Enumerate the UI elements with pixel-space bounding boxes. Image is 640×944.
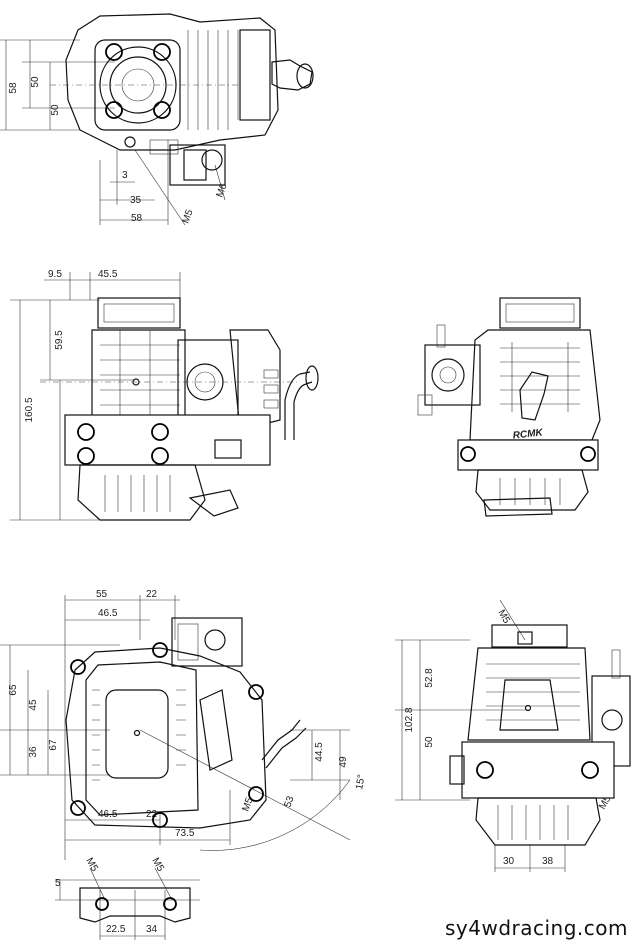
dim-m5-mount-left: M5 [83, 856, 100, 874]
dim-53: 53 [282, 794, 296, 809]
dim-58-height: 58 [8, 82, 19, 94]
dim-50-b: 50 [50, 104, 61, 116]
dim-46-5-top: 46.5 [98, 608, 118, 619]
dim-160-5: 160.5 [24, 397, 35, 422]
dim-9-5: 9.5 [48, 269, 62, 280]
dim-67: 67 [48, 739, 59, 751]
dim-73-5: 73.5 [175, 828, 195, 839]
engine-badge: RCMK [512, 427, 544, 441]
dim-59-5: 59.5 [54, 330, 65, 350]
dim-m5-end-top: M5 [495, 608, 512, 626]
front-view: RCMK [417, 297, 601, 517]
dim-52-8: 52.8 [424, 668, 435, 688]
end-view: M5 52.8 102.8 50 M5 M5 30 38 [395, 599, 631, 872]
dim-22-bottom: 22 [146, 809, 158, 820]
side-view: 9.5 45.5 160.5 59.5 101 [10, 269, 319, 521]
dim-50-end: 50 [424, 736, 435, 748]
dim-58-width: 58 [131, 213, 143, 224]
dim-m5-rear: M5 [240, 796, 255, 813]
dim-50-a: 50 [30, 76, 41, 88]
dim-22-top: 22 [146, 589, 158, 600]
watermark-text: sy4wdracing.com [445, 916, 628, 940]
dim-5: 5 [55, 878, 61, 889]
dim-15-deg: 15° [354, 774, 367, 791]
dim-65: 65 [8, 684, 19, 696]
dim-45: 45 [28, 699, 39, 711]
dim-36: 36 [28, 746, 39, 758]
dim-102-8: 102.8 [404, 707, 415, 732]
dim-30: 30 [503, 856, 515, 867]
dim-38: 38 [542, 856, 554, 867]
dim-45-5: 45.5 [98, 269, 118, 280]
dim-35: 35 [130, 195, 142, 206]
dim-44-5: 44.5 [314, 742, 325, 762]
dim-3: 3 [122, 170, 128, 181]
top-view: 58 50 50 3 35 58 M6 M5 [0, 13, 314, 226]
dim-49: 49 [338, 756, 349, 768]
dim-m5-mount-right: M5 [149, 856, 166, 874]
dim-m6: M6 [214, 182, 229, 199]
dim-55: 55 [96, 589, 108, 600]
mount-view: M5 M5 5 22.5 34 [55, 856, 200, 940]
dim-22-5: 22.5 [106, 924, 126, 935]
dim-34: 34 [146, 924, 158, 935]
rear-view: 55 22 46.5 65 45 67 36 46.5 22 73.5 M5 4… [0, 589, 368, 860]
dim-m5: M5 [180, 208, 195, 225]
